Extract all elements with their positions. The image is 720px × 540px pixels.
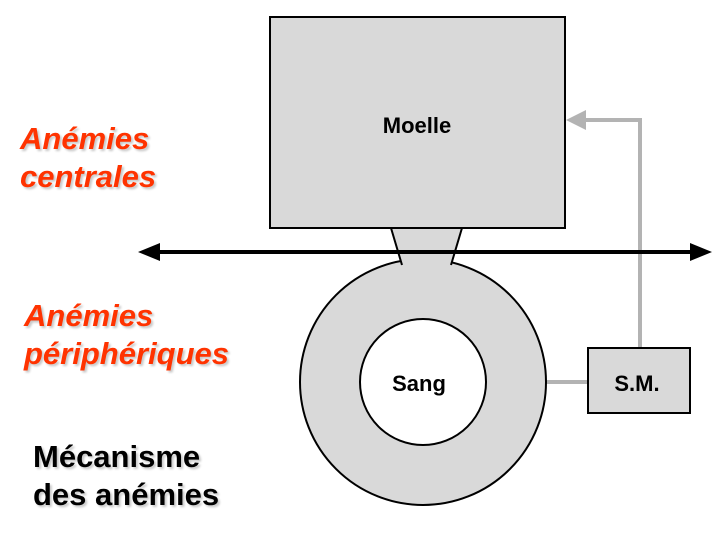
caption-line-2: des anémies	[33, 476, 220, 512]
peripheral-anemias-line-2: périphériques	[24, 335, 229, 371]
neck-left-edge	[390, 227, 403, 266]
neck-right-edge	[450, 227, 463, 266]
marrow-label: Moelle	[383, 113, 451, 138]
caption-line-1: Mécanisme	[33, 439, 201, 474]
central-anemias-line-2: centrales	[20, 158, 157, 194]
blood-label: Sang	[392, 371, 446, 396]
peripheral-anemias-label: Anémies périphériques	[24, 297, 229, 373]
sm-label: S.M.	[614, 371, 659, 396]
feedback-arrowhead	[566, 110, 586, 130]
divider-left-arrowhead	[138, 243, 160, 261]
diagram-caption: Mécanisme des anémies	[33, 438, 219, 514]
blood-circle	[359, 318, 487, 446]
sm-box	[587, 347, 691, 414]
peripheral-anemias-line-1: Anémies	[24, 298, 154, 333]
divider-right-arrowhead	[690, 243, 712, 261]
feedback-connector	[585, 118, 642, 347]
marrow-neck	[391, 228, 462, 265]
central-anemias-line-1: Anémies	[20, 121, 150, 156]
central-anemias-label: Anémies centrales	[20, 120, 156, 196]
marrow-box	[269, 16, 566, 229]
